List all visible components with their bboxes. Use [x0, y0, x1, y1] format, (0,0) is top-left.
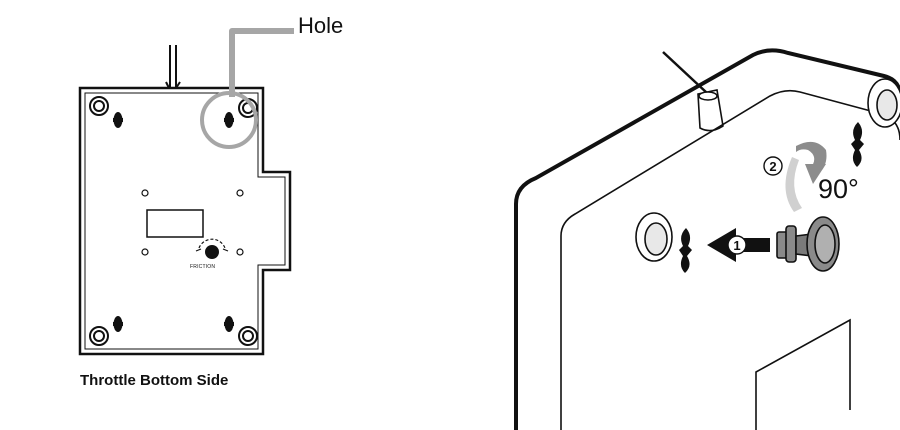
figure-caption: Throttle Bottom Side: [80, 372, 229, 389]
corner-foot: [867, 78, 900, 128]
callout-leader: [229, 28, 294, 97]
rotate-clockwise-icon: [785, 141, 827, 212]
mount-hole-target: [224, 112, 234, 128]
mount-hole: [113, 316, 123, 332]
throttle-body-inner: [84, 92, 286, 350]
corner-foot: [89, 96, 109, 116]
mount-hole: [679, 228, 692, 273]
label-plate: [146, 209, 204, 238]
screw-hole: [141, 189, 244, 256]
mount-hole: [851, 122, 864, 167]
corner-foot: [238, 326, 258, 346]
hole-label: Hole: [298, 13, 344, 38]
rotation-angle-label: 90°: [818, 174, 859, 204]
hole-callout: [200, 28, 294, 149]
friction-label: FRICTION: [190, 264, 216, 270]
step-1-badge: 1: [727, 235, 747, 255]
cable: [169, 45, 177, 92]
rubber-foot: [776, 216, 840, 272]
throttle-perspective-view: 1 2: [514, 48, 900, 430]
corner-foot: [635, 212, 673, 262]
label-plate: [755, 318, 851, 430]
friction-arc: [198, 238, 226, 249]
corner-foot: [89, 326, 109, 346]
step-1-number: 1: [733, 238, 740, 253]
step-2-badge: 2: [763, 156, 783, 176]
mount-hole: [224, 316, 234, 332]
throttle-body-outline: [514, 48, 900, 430]
friction-knob: [205, 245, 219, 259]
step-2-number: 2: [769, 159, 776, 174]
throttle-bottom-view: [78, 45, 292, 356]
mount-hole: [113, 112, 123, 128]
circle-callout-icon: [200, 91, 258, 149]
